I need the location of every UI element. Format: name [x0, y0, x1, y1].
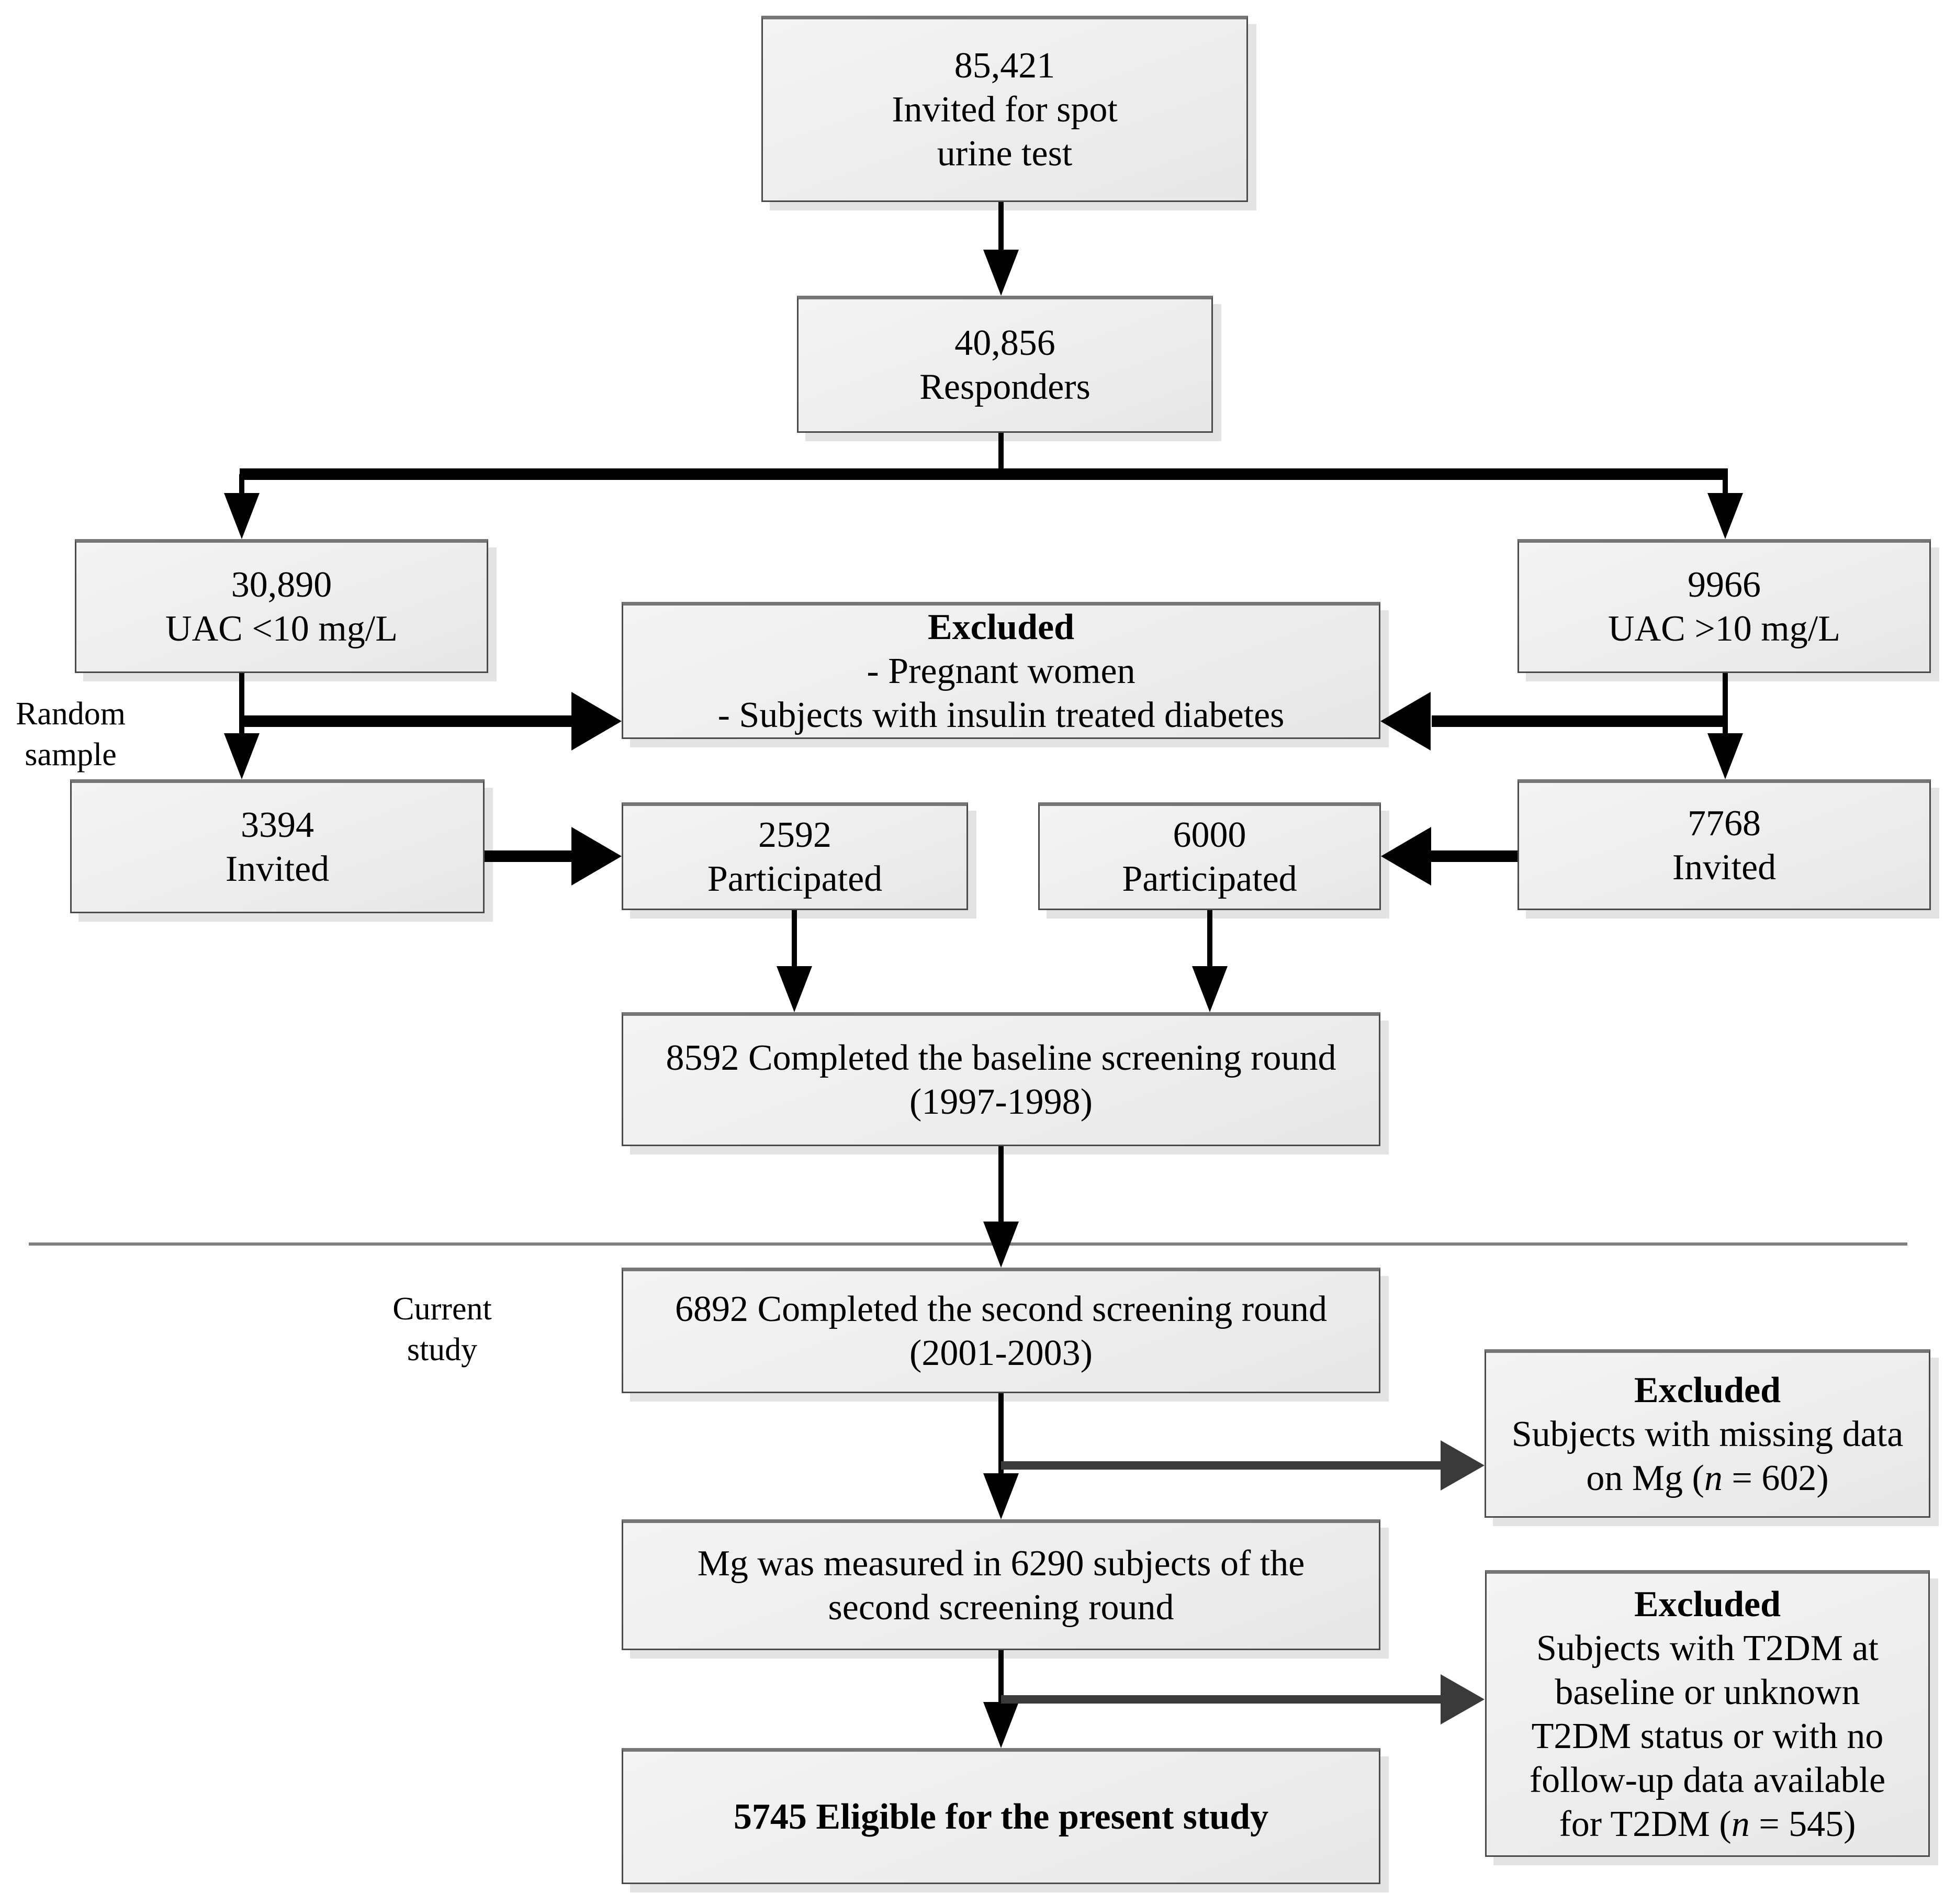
box-line: 2592 [758, 815, 831, 855]
n-variable: n [1704, 1458, 1723, 1498]
box-line: on Mg (n = 602) [1586, 1457, 1828, 1500]
right-arrow-icon [571, 827, 622, 886]
connector-line [1001, 1695, 1443, 1704]
connector-line [239, 474, 244, 503]
box-line: Participated [1122, 859, 1297, 899]
box-title: Excluded [927, 607, 1075, 647]
box-line: - Pregnant women [867, 651, 1136, 691]
down-arrow-icon [983, 1702, 1019, 1748]
right-arrow-icon [571, 692, 622, 751]
connector-line [1207, 910, 1212, 969]
text-segment: for T2DM ( [1559, 1804, 1732, 1844]
box-line: 40,856 [954, 323, 1055, 363]
down-arrow-icon [1192, 966, 1228, 1012]
connector-line [998, 1393, 1004, 1477]
connector-line [1723, 474, 1728, 503]
box-line: UAC <10 mg/L [165, 609, 398, 649]
text-segment: = 602) [1722, 1458, 1829, 1498]
flow-box-invited-urine: 85,421 Invited for spot urine test [761, 16, 1248, 202]
flow-box-participated-2592: 2592 Participated [622, 802, 968, 910]
down-arrow-icon [983, 250, 1019, 296]
flow-box-participated-6000: 6000 Participated [1038, 802, 1381, 910]
connector-line [998, 433, 1004, 474]
box-line: Mg was measured in 6290 subjects of the [697, 1543, 1305, 1584]
connector-line [1001, 1461, 1443, 1470]
box-title: Excluded [1634, 1584, 1781, 1625]
connector-line [792, 910, 797, 969]
flow-box-excluded-t2dm: Excluded Subjects with T2DM at baseline … [1485, 1570, 1930, 1857]
connector-line [1432, 715, 1728, 727]
connector-line [239, 715, 576, 727]
current-study-label: Current study [377, 1289, 508, 1370]
flow-box-eligible: 5745 Eligible for the present study [622, 1748, 1380, 1884]
down-arrow-icon [983, 1473, 1019, 1519]
box-line: 9966 [1688, 565, 1761, 605]
down-arrow-icon [224, 733, 260, 779]
box-line: 8592 Completed the baseline screening ro… [666, 1038, 1336, 1078]
connector-line [998, 1650, 1004, 1709]
connector-line [998, 1146, 1004, 1225]
right-arrow-icon [1441, 1440, 1485, 1491]
box-line: UAC >10 mg/L [1608, 609, 1840, 649]
flow-box-invited-7768: 7768 Invited [1517, 779, 1931, 910]
box-line: second screening round [828, 1587, 1174, 1628]
flow-box-baseline-screening: 8592 Completed the baseline screening ro… [622, 1012, 1380, 1146]
down-arrow-icon [224, 493, 260, 539]
flow-box-responders: 40,856 Responders [797, 296, 1213, 433]
box-line: Invited for spot [892, 89, 1118, 130]
flow-box-second-screening: 6892 Completed the second screening roun… [622, 1268, 1380, 1393]
box-line: follow-up data available [1529, 1760, 1886, 1800]
box-line: Subjects with T2DM at [1536, 1628, 1879, 1668]
flow-box-excluded-missing-mg: Excluded Subjects with missing data on M… [1485, 1349, 1930, 1518]
label-line: Current [392, 1291, 492, 1327]
down-arrow-icon [1707, 733, 1743, 779]
text-segment: on Mg ( [1586, 1458, 1704, 1498]
box-line: 6000 [1173, 815, 1246, 855]
box-title: Excluded [1634, 1370, 1781, 1410]
box-line: Invited [1672, 847, 1777, 888]
flow-box-mg-measured: Mg was measured in 6290 subjects of the … [622, 1519, 1380, 1650]
box-line: baseline or unknown [1555, 1672, 1860, 1712]
connector-line [485, 850, 574, 862]
box-line: Subjects with missing data [1511, 1414, 1904, 1454]
box-line: Participated [707, 859, 883, 899]
n-variable: n [1731, 1804, 1750, 1844]
down-arrow-icon [777, 966, 812, 1012]
connector-line [1430, 850, 1517, 862]
section-divider-line [29, 1242, 1907, 1246]
box-line: T2DM status or with no [1531, 1716, 1884, 1756]
box-line: 30,890 [231, 565, 332, 605]
box-line: urine test [937, 133, 1073, 174]
random-sample-label: Random sample [5, 693, 136, 775]
down-arrow-icon [983, 1222, 1019, 1268]
flow-box-excluded-pregnant-insulin: Excluded - Pregnant women - Subjects wit… [622, 602, 1380, 739]
box-line: (2001-2003) [909, 1333, 1093, 1373]
box-line: Invited [225, 849, 330, 889]
flow-box-uac-high: 9966 UAC >10 mg/L [1517, 539, 1931, 673]
connector-line [998, 202, 1004, 252]
box-line: 85,421 [954, 46, 1055, 86]
box-line: 5745 Eligible for the present study [733, 1797, 1269, 1837]
left-arrow-icon [1380, 692, 1431, 751]
connector-line [1723, 673, 1728, 741]
left-arrow-icon [1381, 827, 1431, 886]
label-line: sample [25, 737, 117, 772]
flow-box-uac-low: 30,890 UAC <10 mg/L [75, 539, 488, 673]
label-line: study [407, 1332, 478, 1368]
box-line: Responders [919, 367, 1091, 407]
box-line: 6892 Completed the second screening roun… [675, 1289, 1328, 1329]
box-line: 7768 [1688, 803, 1761, 844]
box-line: 3394 [241, 805, 314, 845]
flow-box-invited-3394: 3394 Invited [70, 779, 485, 913]
box-line: for T2DM (n = 545) [1559, 1802, 1856, 1846]
connector-line [239, 673, 244, 741]
down-arrow-icon [1707, 493, 1743, 539]
text-segment: = 545) [1749, 1804, 1856, 1844]
box-line: - Subjects with insulin treated diabetes [717, 695, 1285, 735]
right-arrow-icon [1441, 1674, 1485, 1724]
label-line: Random [15, 696, 126, 732]
box-line: (1997-1998) [909, 1082, 1093, 1122]
branch-bar [240, 468, 1728, 480]
